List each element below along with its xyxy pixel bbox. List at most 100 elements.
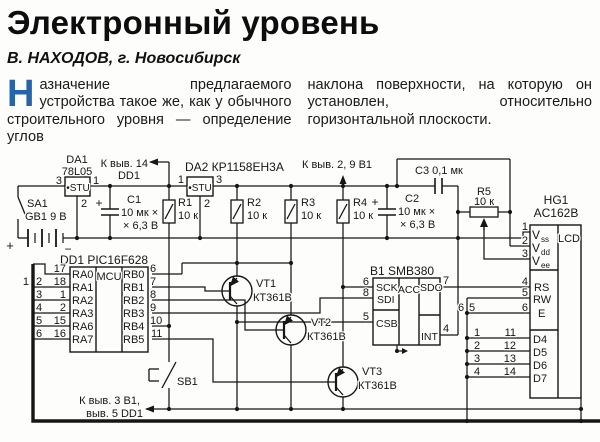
label-lcd-e: E <box>538 308 545 320</box>
label-r4-val: 10 к <box>353 210 373 222</box>
label-ra6: RA6 <box>72 321 93 333</box>
label-lcd-pin3: 3 <box>522 248 528 260</box>
label-hg1-type: AC162B <box>534 206 579 220</box>
label-lcd-pin6: 6 <box>522 302 528 314</box>
label-da1-pin2: 2 <box>81 198 87 210</box>
push-button-sb1 <box>148 361 177 389</box>
label-lcd-vee-sub: ee <box>541 261 550 270</box>
label-r4-ref: R4 <box>353 197 367 209</box>
label-pin16: 16 <box>54 328 66 340</box>
label-ra7: RA7 <box>72 334 93 346</box>
label-lcd-rw: RW <box>533 294 552 306</box>
label-lcd-pin4: 4 <box>522 276 528 288</box>
label-to-b1-power: К выв. 2, 9 В1 <box>302 159 372 171</box>
label-to-pin14-dd1-line2: DD1 <box>118 170 140 182</box>
label-bus-tag-2: 2 <box>36 276 42 288</box>
label-b1-ref: B1 SMB380 <box>370 264 434 278</box>
label-bus-tag-4: 4 <box>36 302 42 314</box>
label-sb1-ref: SB1 <box>177 376 198 388</box>
label-gb1-plus: + <box>6 238 14 253</box>
drop-cap: Н <box>7 72 35 115</box>
label-r3-ref: R3 <box>301 197 315 209</box>
label-pin10: 10 <box>150 315 162 327</box>
label-ra3: RA3 <box>72 308 93 320</box>
label-vt3-type: КТ361В <box>358 380 397 392</box>
label-b1-sdo: SDO <box>420 282 443 294</box>
mcu-dd1-block <box>69 266 149 353</box>
label-rb3: RB3 <box>123 308 144 320</box>
label-da2-pin3: 3 <box>216 174 222 186</box>
label-da1-pin3: 3 <box>56 175 62 187</box>
label-rb5: RB5 <box>123 334 144 346</box>
label-c1-val2: × 6,3 В <box>123 220 158 232</box>
label-ra1: RA1 <box>72 282 93 294</box>
trimmer-r5 <box>469 206 499 230</box>
label-c2-plus: + <box>371 195 378 209</box>
label-wire-tag-d1: 1 <box>474 327 480 339</box>
label-wire-tag-d3: 3 <box>474 353 480 365</box>
label-vt3-ref: VT3 <box>362 366 382 378</box>
label-pin15: 15 <box>54 315 66 327</box>
label-pin2: 2 <box>60 302 66 314</box>
resistors <box>162 199 350 224</box>
wires <box>18 158 582 421</box>
label-r2-val: 10 к <box>247 210 267 222</box>
label-lcd-pin11: 11 <box>505 327 516 339</box>
label-b1-pin7: 7 <box>443 275 449 287</box>
label-pin9: 9 <box>150 302 156 314</box>
label-wire-tag-6: 6 <box>458 302 464 314</box>
group-bus <box>31 264 600 423</box>
label-pin6: 6 <box>150 263 156 275</box>
label-pin7: 7 <box>150 276 156 288</box>
label-c2-val2: × 6,3 В <box>400 219 435 231</box>
label-lcd-pin5: 5 <box>522 287 528 299</box>
label-b1-sdi: SDI <box>377 294 395 306</box>
off-page-arrows <box>145 158 347 413</box>
label-da2-symbol: •STU <box>188 183 212 194</box>
label-wire-tag-5: 5 <box>469 302 475 314</box>
article-title: Электронный уровень <box>7 4 380 41</box>
label-lcd-vss: V <box>532 228 540 242</box>
label-bus-tag-3: 3 <box>36 289 42 301</box>
label-mcu-label: MCU <box>96 271 121 283</box>
label-da1-type: 78L05 <box>62 166 93 178</box>
label-b1-pin6: 6 <box>363 276 369 288</box>
label-bus-tag-1: 1 <box>23 276 29 288</box>
battery-gb1 <box>27 229 64 247</box>
label-r2-ref: R2 <box>247 197 261 209</box>
label-lcd-rs: RS <box>534 282 549 294</box>
label-c2-val1: 10 мк × <box>398 206 435 218</box>
label-to-dd1-pin5-line2: выв. 5 DD1 <box>86 408 143 420</box>
label-lcd-d7: D7 <box>533 373 547 385</box>
label-pin18: 18 <box>54 276 66 288</box>
label-lcd-pin12: 12 <box>504 340 516 352</box>
label-to-b1-pin3-line1: К выв. 3 В1, <box>79 395 140 407</box>
intro-text-left: азначение предлагаемого устройства такое… <box>7 76 292 146</box>
label-da1-symbol: •STU <box>66 183 90 194</box>
label-r3-val: 10 к <box>301 210 321 222</box>
label-lcd-d4: D4 <box>533 334 547 346</box>
label-b1-int: INT <box>421 331 439 343</box>
label-r5-val: 10 к <box>474 196 494 208</box>
label-pin11: 11 <box>151 328 162 340</box>
article-author: В. НАХОДОВ, г. Новосибирск <box>7 49 241 67</box>
label-sa1-ref: SA1 <box>27 198 48 210</box>
regulator-da1 <box>64 176 91 197</box>
label-ra2: RA2 <box>72 295 93 307</box>
label-wire-tag-d2: 2 <box>474 340 480 352</box>
label-pin17: 17 <box>54 263 66 275</box>
intro-text-right: наклона поверхности, на которую он устан… <box>307 76 593 128</box>
label-lcd-d5: D5 <box>533 347 547 359</box>
capacitors <box>101 178 443 216</box>
label-b1-acc: ACC <box>398 284 421 296</box>
label-rb4: RB4 <box>123 321 144 333</box>
label-hg1-ref: HG1 <box>544 193 569 207</box>
label-b1-pin8: 8 <box>363 287 369 299</box>
label-r1-val: 10 к <box>178 210 198 222</box>
label-b1-pin5: 5 <box>363 311 369 323</box>
label-vt1-ref: VT1 <box>256 278 276 290</box>
label-vt2-type: КТ361В <box>307 331 346 343</box>
label-c1-ref: C1 <box>127 194 141 206</box>
